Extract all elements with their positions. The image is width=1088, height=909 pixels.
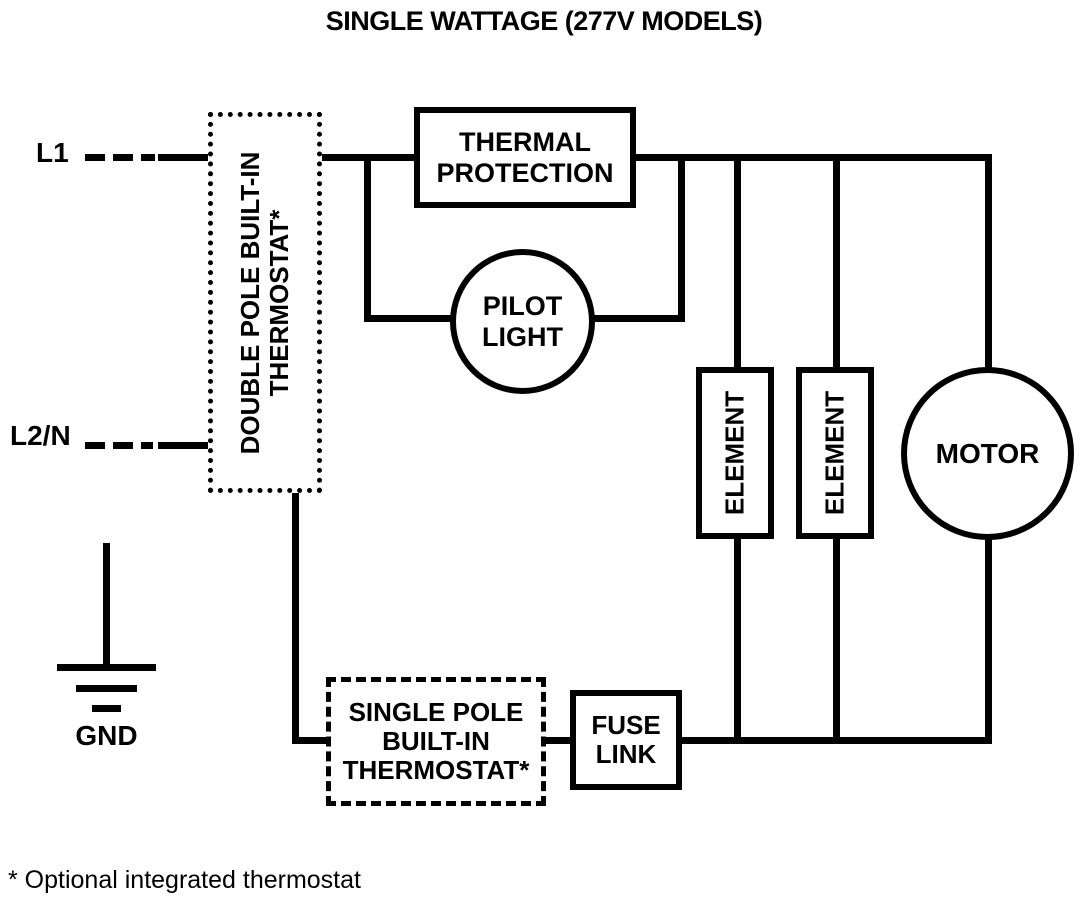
wire-element1-bottom	[734, 536, 741, 744]
motor-circle: MOTOR	[901, 367, 1074, 540]
element1-box: ELEMENT	[696, 367, 774, 539]
wire-bottom-bus	[680, 737, 992, 744]
wire-pilot-right-horizontal	[590, 315, 685, 322]
wire-motor-bottom	[985, 536, 992, 744]
thermal-protection-box: THERMAL PROTECTION	[414, 107, 636, 208]
wire-thermostat-down-horizontal	[292, 737, 332, 744]
terminal-label-gnd: GND	[75, 720, 138, 751]
wire-l2n-solid	[158, 442, 210, 449]
wire-thermostat-to-fuse	[543, 737, 573, 744]
wire-pilot-right-vertical	[678, 154, 685, 322]
wire-pilot-left-horizontal	[364, 315, 456, 322]
wire-l2n-dashed	[85, 442, 153, 449]
double-pole-thermostat-label: DOUBLE POLE BUILT-IN THERMOSTAT*	[234, 151, 294, 454]
terminal-label-l2n: L2/N	[10, 420, 71, 451]
element1-label: ELEMENT	[719, 390, 750, 516]
wire-motor-top	[985, 157, 992, 370]
footnote: * Optional integrated thermostat	[8, 866, 361, 894]
double-pole-thermostat-box: DOUBLE POLE BUILT-IN THERMOSTAT*	[208, 112, 322, 493]
element2-box: ELEMENT	[796, 367, 874, 539]
ground-bar-short	[92, 705, 121, 712]
wire-l1-dashed	[85, 154, 155, 161]
fuse-link-box: FUSE LINK	[570, 690, 682, 790]
wire-pilot-left-vertical	[364, 154, 371, 322]
wire-element1-top	[734, 157, 741, 370]
ground-bar-medium	[76, 685, 137, 692]
wire-l1-solid	[158, 154, 210, 161]
element2-label: ELEMENT	[819, 390, 850, 516]
ground-bar-long	[57, 664, 156, 671]
wire-element2-bottom	[833, 536, 840, 744]
wire-thermal-to-motor	[634, 154, 992, 161]
pilot-light-circle: PILOT LIGHT	[450, 249, 595, 394]
terminal-label-l1: L1	[36, 137, 69, 168]
ground-wire-vertical	[103, 543, 110, 669]
wire-element2-top	[833, 157, 840, 370]
diagram-title: SINGLE WATTAGE (277V MODELS)	[325, 6, 763, 36]
single-pole-thermostat-box: SINGLE POLE BUILT-IN THERMOSTAT*	[326, 677, 546, 806]
wire-thermostat-down-vertical	[292, 490, 299, 744]
